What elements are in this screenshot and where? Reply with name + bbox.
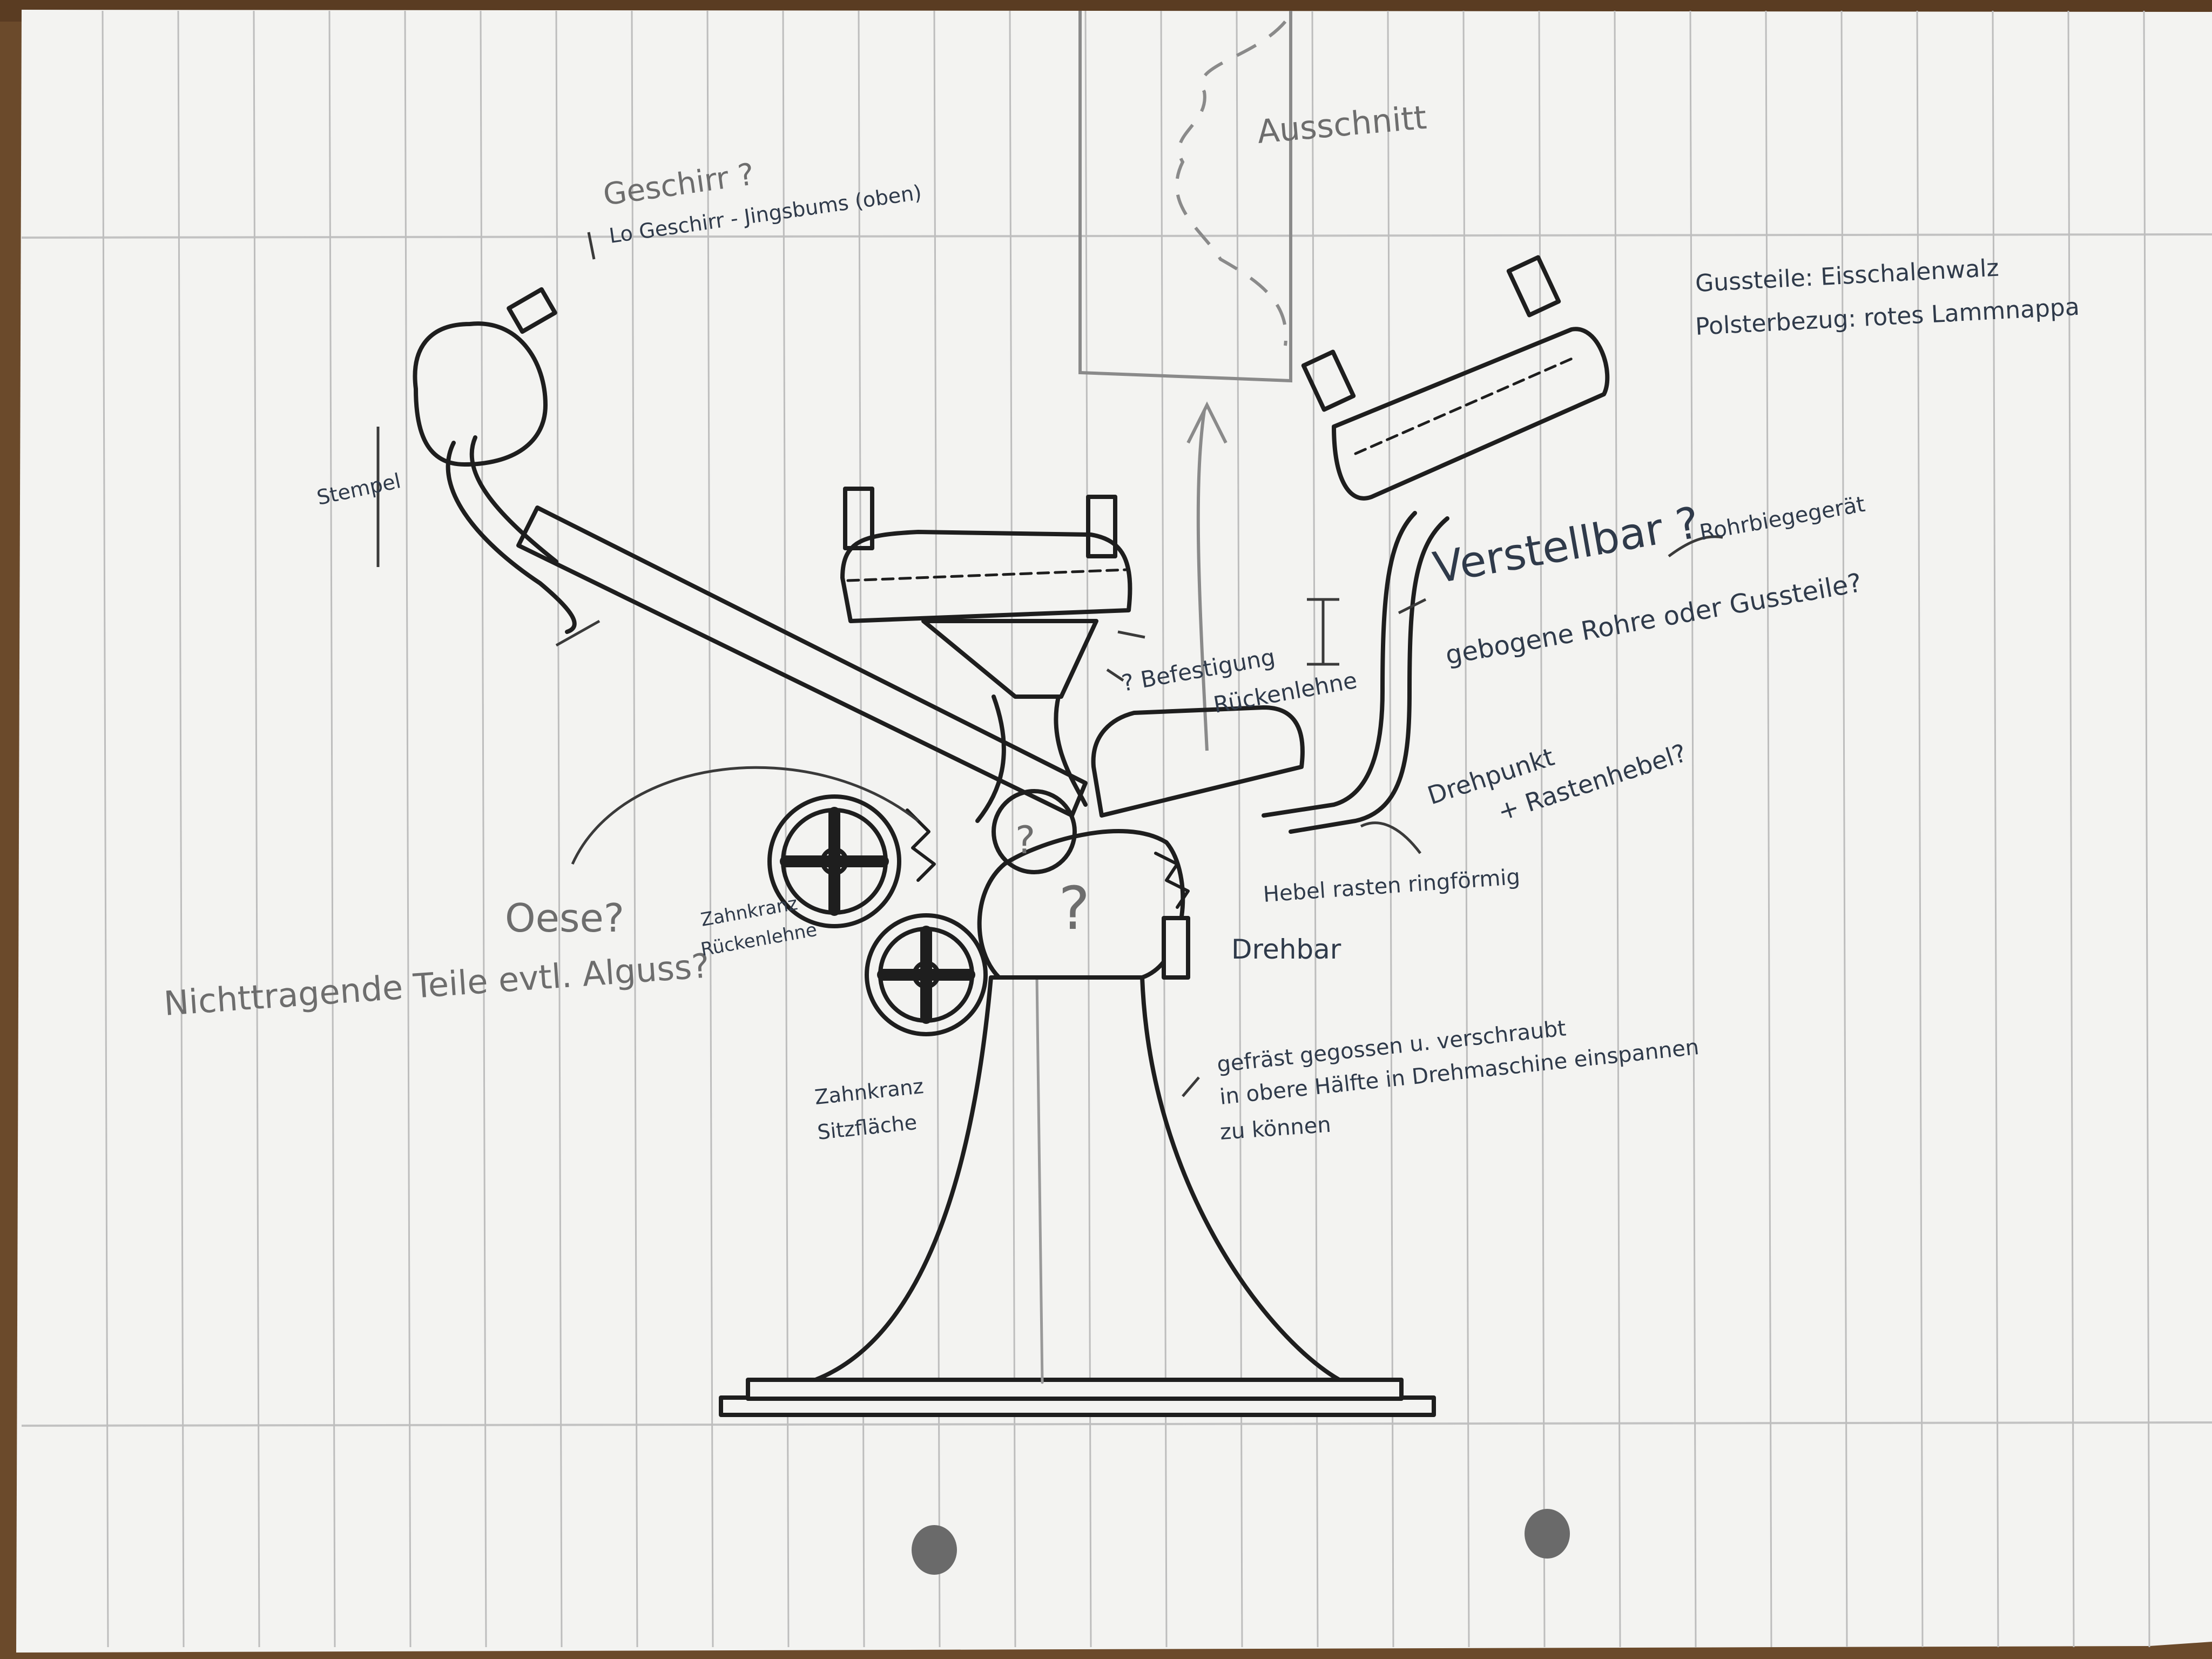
left-arm-tube bbox=[446, 441, 577, 634]
right-pad bbox=[1332, 327, 1610, 501]
chair-sketch bbox=[413, 255, 1610, 1417]
gear-wheel-backrest bbox=[767, 794, 901, 928]
left-pad bbox=[413, 321, 548, 467]
right-arm-tube bbox=[1262, 511, 1417, 818]
annotation-arrows bbox=[376, 232, 1723, 1097]
vertical-rules bbox=[102, 10, 2150, 1648]
backrest-plank bbox=[516, 505, 1088, 818]
label-drehbar: Drehbar bbox=[1231, 934, 1341, 965]
punch-hole-right bbox=[1525, 1509, 1570, 1559]
gear-wheel-seat bbox=[865, 913, 988, 1036]
pencil-cutout-panel bbox=[1078, 11, 1292, 751]
label-oese: Oese? bbox=[505, 895, 624, 941]
label-question-wheel: ? bbox=[1015, 818, 1035, 862]
punch-hole-left bbox=[912, 1525, 957, 1575]
label-question-hub: ? bbox=[1058, 874, 1090, 943]
lower-seat bbox=[1091, 705, 1305, 818]
